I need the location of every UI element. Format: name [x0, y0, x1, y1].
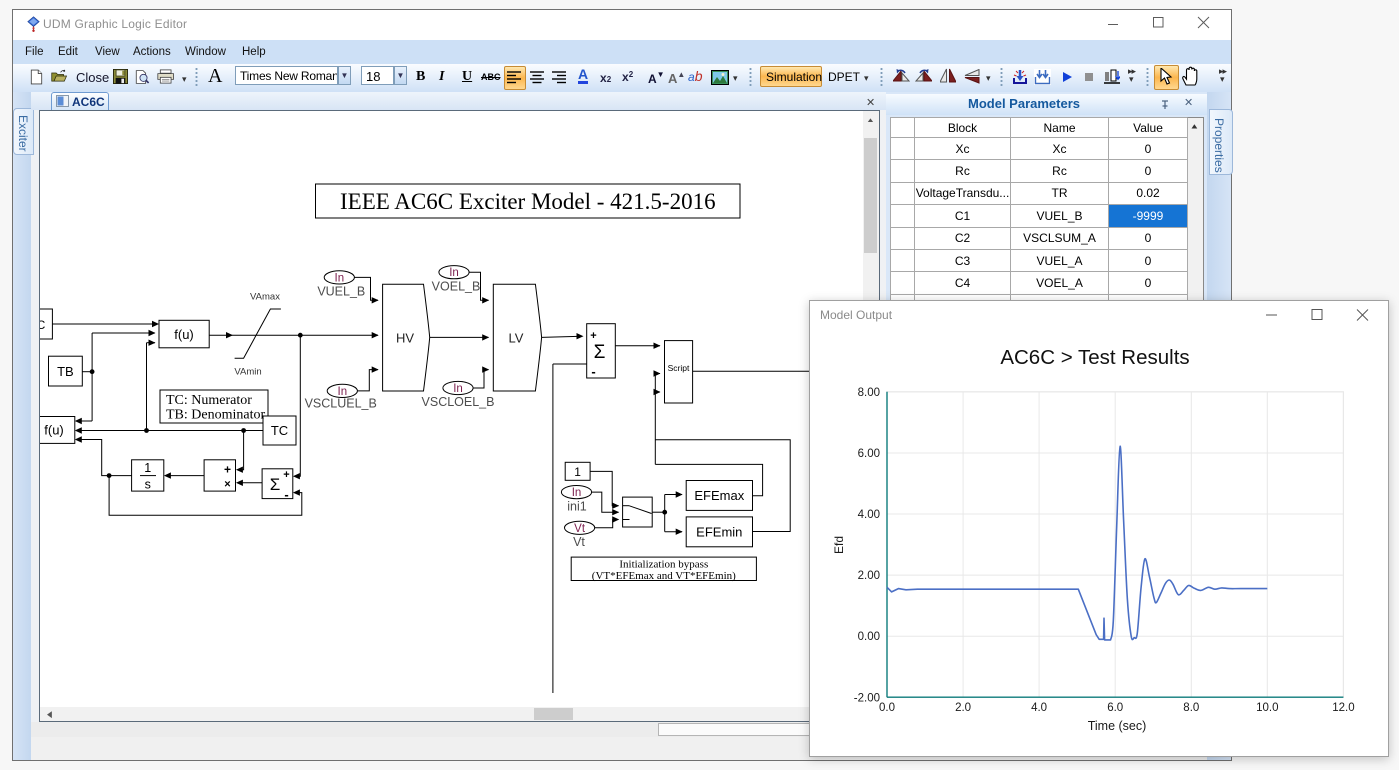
svg-text:VAmin: VAmin [234, 367, 261, 378]
svg-text:VOEL_B: VOEL_B [432, 279, 481, 293]
svg-text:VUEL_B: VUEL_B [317, 285, 365, 299]
svg-text:2.0: 2.0 [955, 702, 971, 714]
svg-text:EFEmax: EFEmax [694, 488, 744, 503]
svg-text:4.00: 4.00 [858, 509, 880, 521]
svg-text:IEEE AC6C Exciter Model - 421.: IEEE AC6C Exciter Model - 421.5-2016 [340, 189, 716, 214]
svg-text:TB: TB [57, 364, 74, 379]
svg-text:f(u): f(u) [44, 423, 64, 438]
svg-text:Vt: Vt [573, 535, 585, 549]
svg-text:-: - [284, 487, 288, 502]
svg-text:In: In [335, 272, 345, 284]
svg-text:HV: HV [396, 331, 414, 346]
svg-text:10.0: 10.0 [1256, 702, 1278, 714]
svg-text:-2.00: -2.00 [854, 692, 880, 704]
svg-text:1: 1 [574, 465, 581, 479]
svg-text:AC6C > Test Results: AC6C > Test Results [1000, 346, 1189, 369]
svg-text:s: s [145, 478, 151, 492]
svg-text:6.0: 6.0 [1107, 702, 1123, 714]
svg-text:VSCLUEL_B: VSCLUEL_B [305, 397, 377, 411]
svg-text:In: In [449, 267, 459, 279]
svg-text:VSCLOEL_B: VSCLOEL_B [422, 395, 495, 409]
svg-text:+: + [590, 330, 596, 342]
svg-text:ini1: ini1 [567, 500, 587, 514]
svg-text:Efd: Efd [832, 536, 846, 554]
svg-text:TC: Numerator: TC: Numerator [166, 393, 252, 408]
svg-text:EFEmin: EFEmin [696, 524, 742, 539]
svg-text:-: - [591, 364, 595, 379]
svg-text:LV: LV [509, 331, 524, 346]
svg-text:2.00: 2.00 [858, 570, 880, 582]
svg-text:8.0: 8.0 [1183, 702, 1199, 714]
svg-text:12.0: 12.0 [1332, 702, 1354, 714]
svg-text:0.00: 0.00 [858, 631, 880, 643]
svg-text:Σ: Σ [270, 475, 281, 494]
svg-text:(VT*EFEmax and VT*EFEmin): (VT*EFEmax and VT*EFEmin) [592, 570, 736, 582]
svg-text:f(u): f(u) [174, 327, 194, 342]
svg-text:Vt: Vt [574, 523, 586, 535]
svg-text:Σ: Σ [594, 342, 606, 363]
svg-text:+: + [283, 469, 289, 481]
svg-text:TB: Denominator: TB: Denominator [166, 408, 265, 423]
svg-text:In: In [338, 386, 348, 398]
svg-text:1: 1 [144, 461, 151, 475]
svg-text:4.0: 4.0 [1031, 702, 1047, 714]
svg-text:×: × [224, 479, 230, 491]
svg-text:VAmax: VAmax [250, 292, 280, 303]
svg-text:TC: TC [271, 423, 288, 438]
svg-text:0.0: 0.0 [879, 702, 895, 714]
svg-text:In: In [572, 487, 582, 499]
svg-text:6.00: 6.00 [858, 448, 880, 460]
svg-text:C: C [40, 318, 46, 332]
svg-text:+: + [224, 463, 231, 477]
svg-text:Time (sec): Time (sec) [1088, 719, 1147, 733]
svg-text:8.00: 8.00 [858, 387, 880, 399]
svg-text:In: In [453, 383, 463, 395]
svg-text:Initialization bypass: Initialization bypass [619, 559, 708, 571]
svg-text:Script: Script [668, 363, 690, 373]
